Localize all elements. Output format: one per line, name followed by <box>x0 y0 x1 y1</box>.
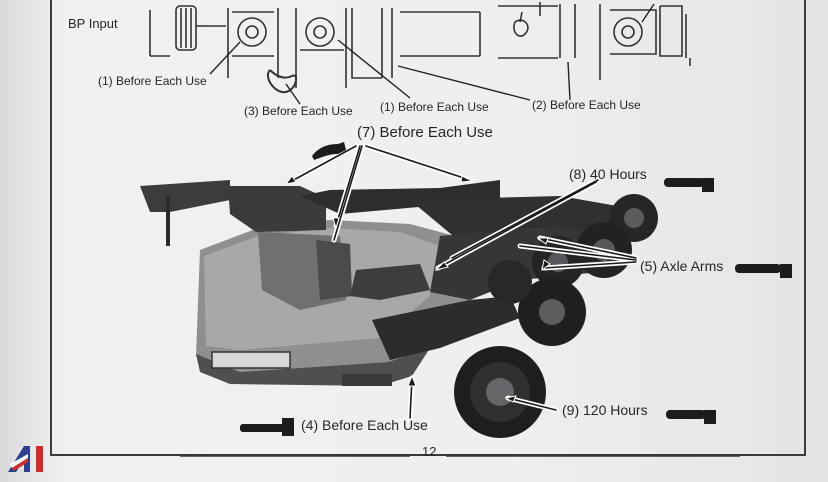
auction-logo-icon <box>6 442 56 476</box>
label-1-before-each-use-left: (1) Before Each Use <box>98 74 207 88</box>
label-4-before-each-use: (4) Before Each Use <box>301 417 428 433</box>
driveline-illustration <box>149 2 691 94</box>
label-1-before-each-use-right: (1) Before Each Use <box>380 100 489 114</box>
label-3-before-each-use: (3) Before Each Use <box>244 104 353 118</box>
mower-photo <box>140 180 658 438</box>
label-8-40-hours: (8) 40 Hours <box>569 166 647 182</box>
page-frame <box>50 0 806 456</box>
grease-gun-icon <box>240 142 792 436</box>
label-2-before-each-use: (2) Before Each Use <box>532 98 641 112</box>
bp-input-label: BP Input <box>68 16 118 31</box>
page-number: 12 <box>422 444 437 459</box>
label-5-axle-arms: (5) Axle Arms <box>640 258 724 274</box>
label-7-before-each-use: (7) Before Each Use <box>357 124 493 141</box>
label-9-120-hours: (9) 120 Hours <box>562 402 648 418</box>
